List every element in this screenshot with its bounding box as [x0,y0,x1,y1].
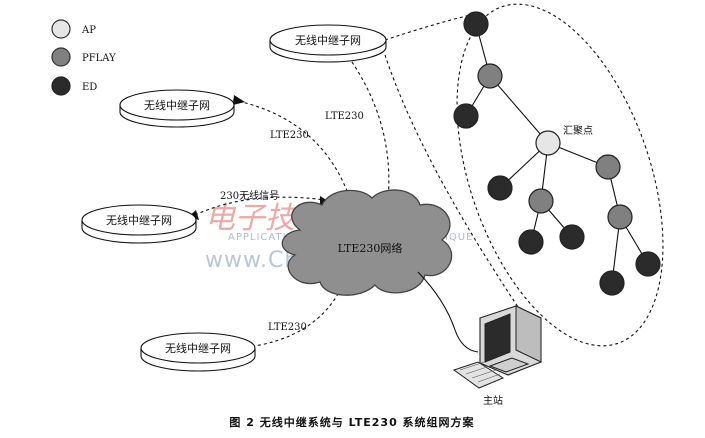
ed-node [518,229,544,255]
legend: AP PFLAY ED [51,19,116,96]
relay-left: 无线中继子网 [119,89,235,128]
tree-boundary [456,3,664,347]
legend-ap-label: AP [81,25,96,36]
relay-bottom-label: 无线中继子网 [165,341,231,355]
legend-ap-icon [51,19,71,39]
pflay-node [595,154,621,180]
pflay-node [528,188,554,214]
aggregation-node [535,130,561,156]
label-lte-left: LTE230 [270,130,309,141]
relay-bottom: 无线中继子网 [140,332,256,372]
label-lte-top: LTE230 [325,111,364,122]
legend-ed-icon [51,76,71,96]
link-relay-mid-cloud [194,196,326,216]
legend-pflay-label: PFLAY [82,53,116,64]
relay-top: 无线中继子网 [269,24,387,63]
tree-nodes [453,11,661,296]
host-label: 主站 [483,394,503,407]
ed-node [559,224,585,250]
relay-mid-label: 无线中继子网 [106,213,172,227]
label-signal: 230无线信号 [220,189,279,202]
ed-node [463,11,489,37]
legend-ed-label: ED [82,82,97,93]
aggregation-label: 汇聚点 [563,124,593,137]
tree-edges [465,23,649,284]
ed-node [599,270,625,296]
relay-mid: 无线中继子网 [81,204,197,244]
cloud-label: LTE230网络 [338,241,403,255]
pflay-node [477,63,503,89]
link-relay-top-cloud [344,51,390,201]
figure-caption: 图 2 无线中继系统与 LTE230 系统组网方案 [229,415,474,429]
relay-left-label: 无线中继子网 [144,98,210,112]
ed-node [453,103,479,129]
relay-top-label: 无线中继子网 [295,33,361,47]
host-computer-icon [452,305,542,389]
legend-pflay-icon [51,47,71,67]
ed-node [635,251,661,277]
label-lte-bottom: LTE230 [268,322,307,333]
link-relay-tree-top [384,14,471,41]
link-relay-tree-bottom [384,54,521,311]
dashed-links [194,14,521,349]
host-cable [417,271,479,353]
lte230-cloud: LTE230网络 [281,189,453,296]
pflay-node [607,204,633,230]
ed-node [487,175,513,201]
